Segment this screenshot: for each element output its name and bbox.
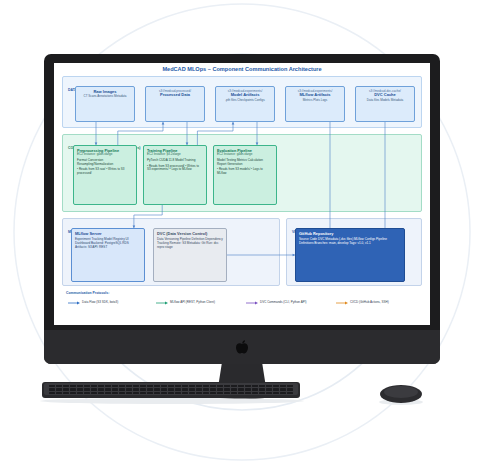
keyboard-keys [48, 385, 294, 394]
box-details: Model Testing Metrics Calculation Report… [217, 159, 273, 167]
apple-logo [236, 343, 248, 353]
legend-line [336, 303, 346, 304]
arrow-head [293, 254, 295, 257]
arrow-head [256, 143, 259, 145]
legend-line [246, 303, 256, 304]
component-box: s3://medcad-processed/Processed Data [145, 86, 205, 122]
box-notes: • Reads from S3 processed/ • Writes to S… [147, 165, 203, 172]
connector-line [187, 122, 188, 145]
layer-band: VERSION CONTROLGitHub RepositorySource C… [286, 218, 422, 286]
connector-line [118, 122, 163, 145]
legend-text: MLflow API (REST, Python Client) [170, 301, 215, 305]
keyboard [42, 382, 300, 398]
box-details: Data Versioning Pipeline Definition Depe… [157, 238, 223, 249]
legend-line-sample [68, 301, 80, 305]
legend-line-sample [336, 301, 348, 305]
keyboard-top [44, 383, 298, 395]
box-details: Source Code DVC Metadata (.dvc files) ML… [299, 238, 401, 246]
connector-line [96, 122, 97, 145]
connector-line [330, 122, 331, 228]
box-title: MLflow Server [75, 232, 141, 237]
mouse-top [384, 386, 418, 398]
box-title: Model Artifacts [219, 93, 271, 98]
box-details: Experiment Tracking Model Registry UI Da… [75, 238, 141, 249]
connector [133, 205, 163, 228]
box-notes: • Reads from S3 raw/ • Writes to S3 proc… [77, 168, 133, 175]
connector [256, 122, 259, 145]
component-box: Raw ImagesCT Scans Annotations Metadata [75, 86, 135, 122]
connector [186, 122, 189, 145]
legend-line-sample [156, 301, 168, 305]
layer-band: MLOPS ORCHESTRATION LAYERMLflow ServerEx… [62, 218, 280, 286]
box-title: MLflow Artifacts [289, 93, 341, 98]
legend-item: Data Flow (S3 SDK, boto3) [68, 301, 118, 305]
arrow-head [162, 122, 165, 124]
component-box: s3://medcad-dvc-cache/DVC CacheData file… [355, 86, 415, 122]
component-box: MLflow ServerExperiment Tracking Model R… [71, 228, 145, 282]
box-title: DVC Cache [359, 93, 411, 98]
box-subtitle: EC2 Instance: g4dn.xlarge [217, 153, 273, 157]
apple-logo-leaf [242, 340, 245, 343]
legend-heading: Communication Protocols: [66, 291, 109, 295]
arrow-head [133, 226, 136, 228]
box-title: DVC (Data Version Control) [157, 232, 223, 237]
keyboard-shadow [40, 398, 304, 404]
box-details: Data files Models Metadata [359, 99, 411, 103]
box-details: CT Scans Annotations Metadata [79, 95, 131, 99]
legend-text: DVC Commands (CLI, Python API) [260, 301, 307, 305]
box-title: Processed Data [149, 93, 201, 98]
arrow-head [232, 122, 235, 124]
box-details: Format Conversion Resampling/Normalizati… [77, 159, 133, 167]
legend-arrow-head [165, 302, 168, 305]
diagram-title: MedCAD MLOps – Component Communication A… [54, 66, 430, 73]
legend-line-sample [246, 301, 258, 305]
connector-line [257, 122, 258, 145]
connector-line [197, 122, 233, 145]
connector-line [134, 205, 162, 228]
component-box: s3://medcad-experiments/MLflow Artifacts… [285, 86, 345, 122]
box-details: Metrics Plots Logs [289, 99, 341, 103]
box-notes: • Reads from S3 models/ • Logs to MLflow [217, 168, 273, 175]
legend-arrow-head [255, 302, 258, 305]
component-box: Preprocessing PipelineEC2 Instance: g4dn… [73, 145, 137, 205]
connector [118, 122, 165, 145]
component-box: Evaluation PipelineEC2 Instance: g4dn.xl… [213, 145, 277, 205]
box-details: PyTorch CUDA 11.8 Model Training [147, 159, 203, 163]
connector-line [227, 255, 295, 256]
monitor-bezel [44, 54, 440, 364]
legend-item: CI/CD (GitHub Actions, SSH) [336, 301, 389, 305]
connector-line [385, 122, 386, 228]
component-box: DVC (Data Version Control)Data Versionin… [153, 228, 227, 282]
legend-arrow-head [77, 302, 80, 305]
box-title: GitHub Repository [299, 232, 401, 237]
layer-band: COMPUTE LAYER (AWS EC2 GPU Instances)Pre… [62, 134, 422, 212]
connector [385, 122, 386, 228]
arrow-head [186, 143, 189, 145]
box-subtitle: EC2 Instance: g4dn.xlarge [77, 153, 133, 157]
monitor-chin [44, 330, 440, 340]
box-title: Raw Images [79, 90, 131, 95]
connector [197, 122, 234, 145]
box-subtitle: EC2 Instance: p3.2xlarge [147, 153, 203, 157]
connector [227, 254, 295, 257]
legend-line [68, 303, 78, 304]
legend-line [156, 303, 166, 304]
connector [95, 122, 98, 145]
background-ring [14, 4, 470, 460]
box-details: .pth files Checkpoints Configs [219, 99, 271, 103]
monitor-screen: MedCAD MLOps – Component Communication A… [54, 63, 430, 325]
legend-item: DVC Commands (CLI, Python API) [246, 301, 307, 305]
layer-band: DATA STORAGE LAYER (AWS S3)Raw ImagesCT … [62, 76, 422, 128]
component-box: GitHub RepositorySource Code DVC Metadat… [295, 228, 405, 282]
legend-arrow-head [345, 302, 348, 305]
component-box: s3://medcad-experiments/Model Artifacts.… [215, 86, 275, 122]
connector [330, 122, 331, 228]
mouse [380, 385, 422, 403]
component-box: Training PipelineEC2 Instance: p3.2xlarg… [143, 145, 207, 205]
legend-text: CI/CD (GitHub Actions, SSH) [350, 301, 389, 305]
legend-item: MLflow API (REST, Python Client) [156, 301, 215, 305]
monitor-chin [44, 330, 440, 364]
legend-text: Data Flow (S3 SDK, boto3) [82, 301, 118, 305]
arrow-head [95, 143, 98, 145]
